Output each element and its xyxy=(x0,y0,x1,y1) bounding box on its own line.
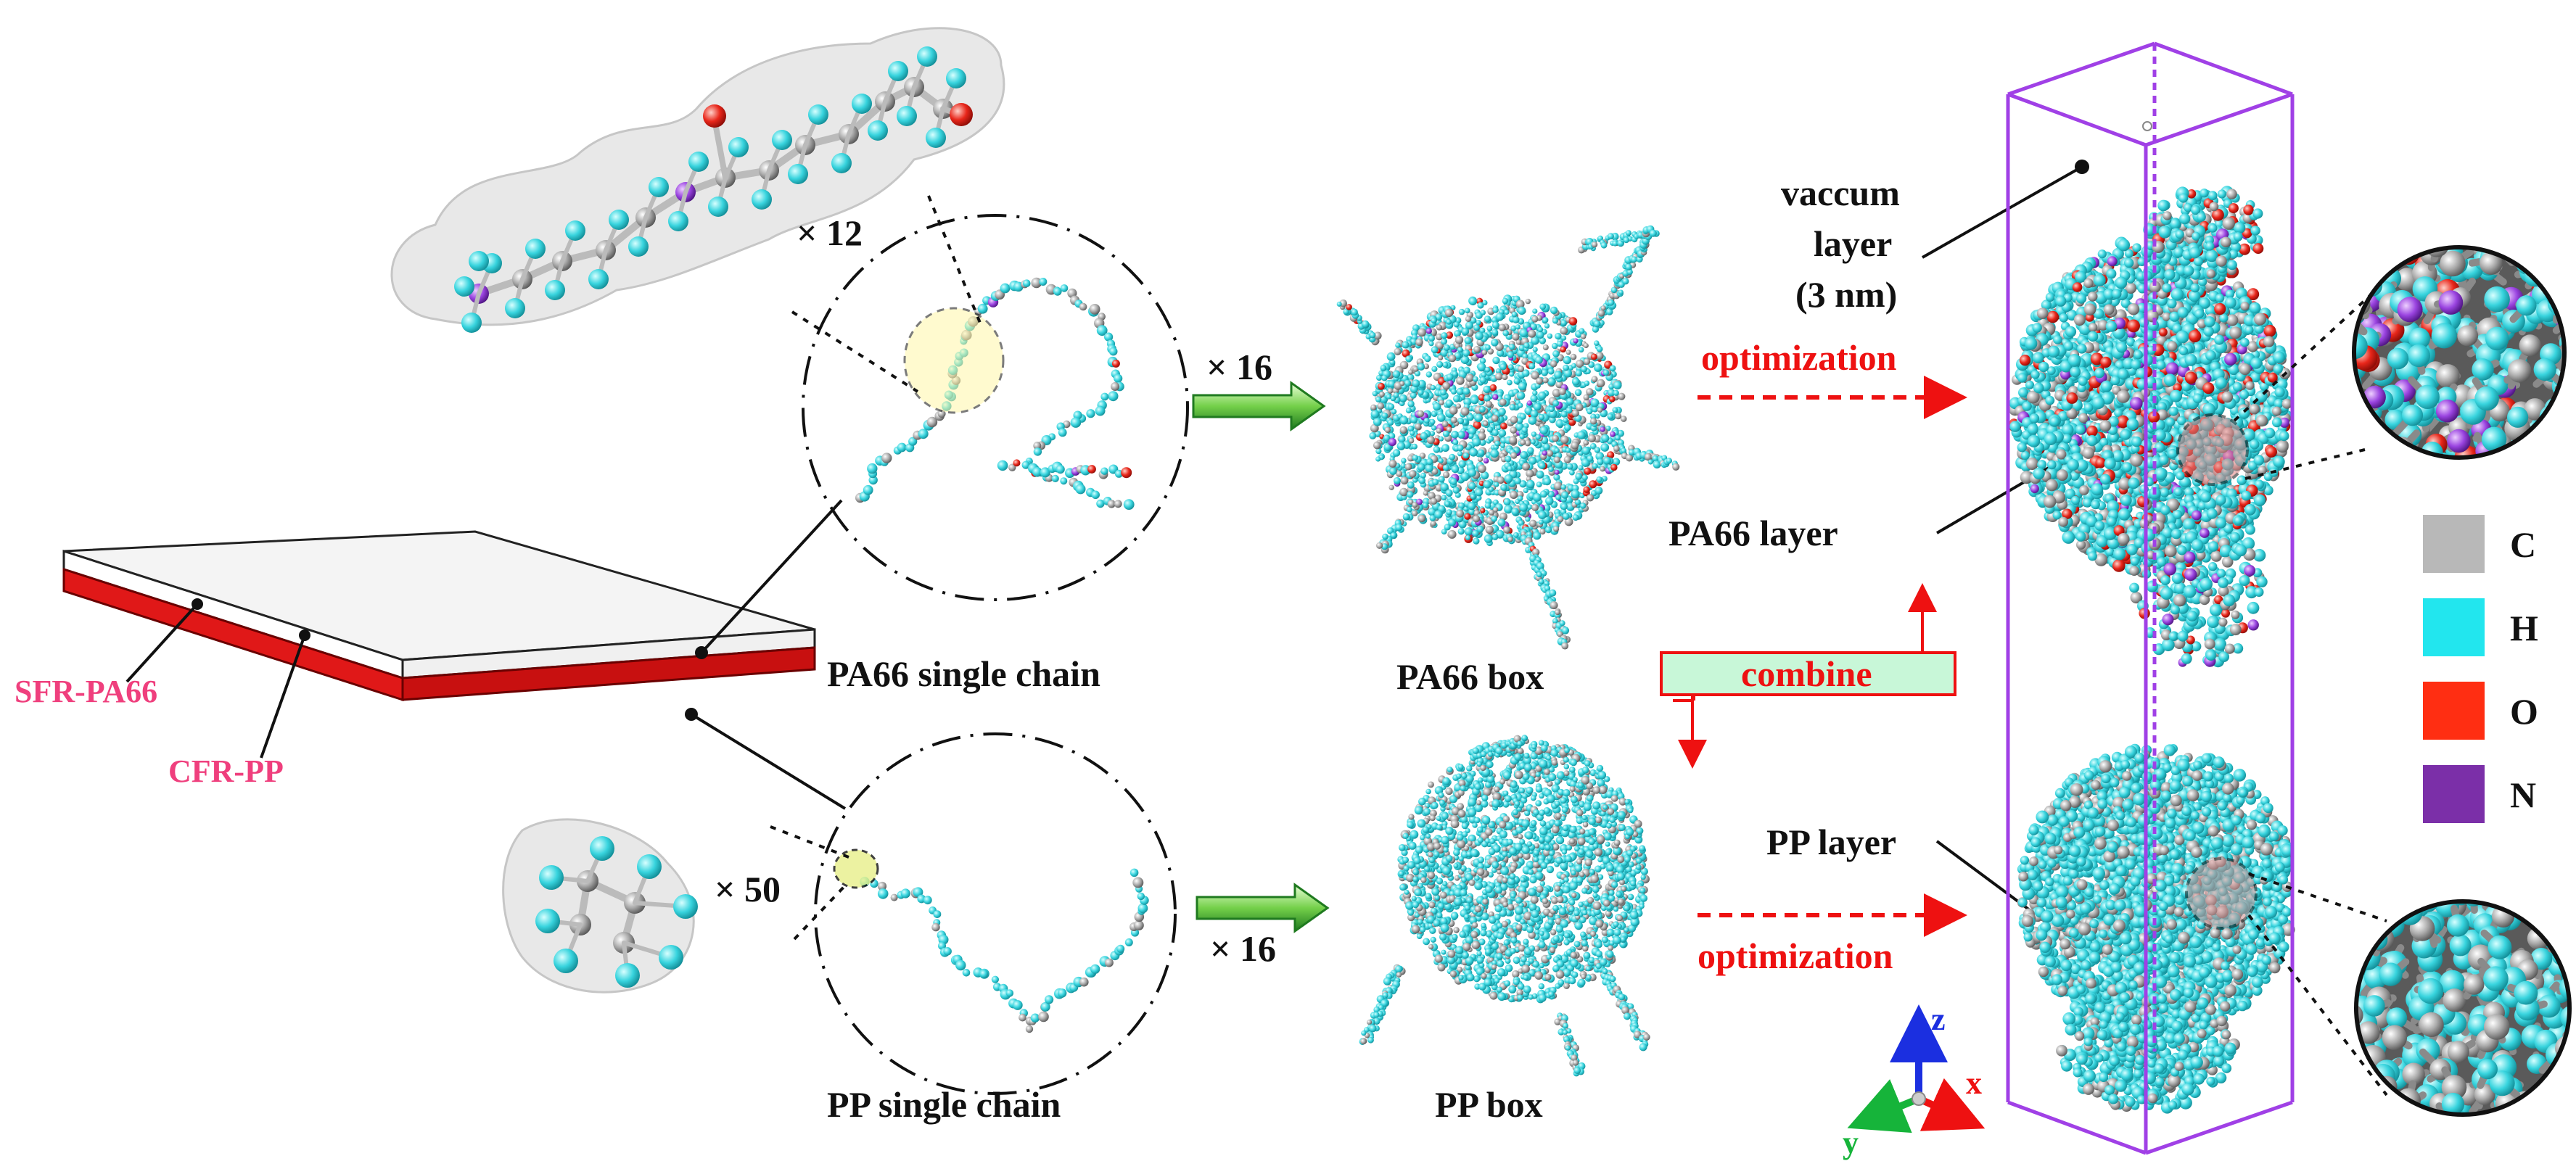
vacuum-label-line2: layer xyxy=(1814,223,1892,264)
optimization-label-bottom: optimization xyxy=(1698,935,1893,976)
legend-label-c: C xyxy=(2510,524,2536,565)
pa66-zoom-inset xyxy=(2331,225,2576,481)
y-axis-arrow xyxy=(1861,1099,1919,1123)
y-axis-label: y xyxy=(1843,1125,1859,1160)
legend-swatch-n xyxy=(2423,765,2485,823)
pa66-box-arrow xyxy=(1193,383,1324,429)
legend-label-o: O xyxy=(2510,691,2538,732)
vacuum-leader xyxy=(1922,167,2082,257)
pp-zoom-inset xyxy=(2330,880,2576,1136)
pa66-single-chain-panel xyxy=(792,196,1188,600)
pp-box-arrow xyxy=(1197,885,1328,931)
pp-single-chain-label: PP single chain xyxy=(827,1084,1061,1125)
legend-label-n: N xyxy=(2510,774,2536,815)
pp-single-chain-panel xyxy=(770,734,1175,1094)
pp-single-chain-atoms xyxy=(860,869,1148,1033)
pa66-zoom-region xyxy=(2178,415,2247,484)
pa66-repeat-multiplier: × 12 xyxy=(797,212,863,253)
pa66-layer-label: PA66 layer xyxy=(1668,513,1838,553)
pa66-amorphous-box xyxy=(1337,226,1680,650)
vacuum-label-line1: vaccum xyxy=(1781,173,1900,213)
box-corner-marker xyxy=(2143,122,2152,131)
laminate-plate xyxy=(64,532,815,700)
pp-repeat-multiplier: × 50 xyxy=(715,869,781,909)
sfr-pa66-label: SFR-PA66 xyxy=(15,674,157,709)
x-axis-label: x xyxy=(1966,1065,1982,1101)
cfr-pp-label: CFR-PP xyxy=(168,753,284,789)
x-axis-arrow xyxy=(1919,1099,1972,1123)
legend-swatch-c xyxy=(2423,515,2485,573)
pa66-repeat-unit-molecule xyxy=(392,28,1004,333)
pa66-chain-multiplier: × 16 xyxy=(1206,347,1272,387)
pp-repeat-unit-molecule xyxy=(503,819,698,992)
simulation-box-atoms xyxy=(2009,186,2295,1113)
pa66-single-chain-label: PA66 single chain xyxy=(827,653,1100,694)
pp-amorphous-box xyxy=(1359,735,1650,1076)
legend-swatch-o xyxy=(2423,682,2485,740)
pp-zoom-region xyxy=(2186,859,2256,928)
pp-box-label: PP box xyxy=(1435,1084,1543,1125)
legend-label-h: H xyxy=(2510,608,2538,648)
z-axis-label: z xyxy=(1931,1001,1946,1037)
optimization-label-top: optimization xyxy=(1701,337,1897,378)
vacuum-leader-dot xyxy=(2075,160,2089,174)
vacuum-label-line3: (3 nm) xyxy=(1795,274,1897,315)
legend-swatch-h xyxy=(2423,598,2485,656)
combine-label: combine xyxy=(1741,653,1872,694)
pa66-box-label: PA66 box xyxy=(1396,656,1544,697)
coordinate-axes: z x y xyxy=(1843,1001,1982,1160)
pa66-single-chain-atoms xyxy=(855,278,1135,510)
atom-legend: C H O N xyxy=(2423,515,2538,823)
pp-layer-label: PP layer xyxy=(1766,822,1896,862)
pp-chain-multiplier: × 16 xyxy=(1210,928,1276,969)
